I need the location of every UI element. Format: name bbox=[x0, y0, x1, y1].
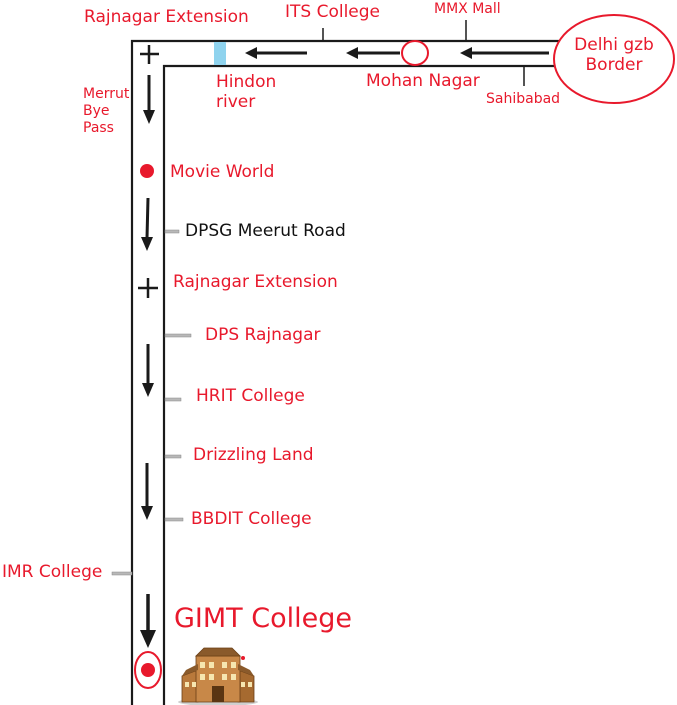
road-inner bbox=[162, 64, 580, 705]
building-icon bbox=[178, 647, 258, 705]
label-hindon-river: Hindon river bbox=[216, 72, 277, 112]
location-dot-icon bbox=[141, 663, 155, 677]
label-mohan-nagar: Mohan Nagar bbox=[366, 71, 480, 91]
label-its-college: ITS College bbox=[285, 2, 381, 22]
dpsg-pointer bbox=[164, 229, 180, 234]
label-imr: IMR College bbox=[2, 562, 103, 582]
label-rajnagar-extension-2: Rajnagar Extension bbox=[173, 272, 338, 292]
label-bbdit: BBDIT College bbox=[191, 509, 312, 529]
imr-pointer bbox=[111, 571, 133, 576]
label-hrit: HRIT College bbox=[196, 386, 305, 406]
hrit-pointer bbox=[164, 397, 182, 402]
arrow-icon bbox=[245, 47, 307, 59]
arrow-icon bbox=[141, 463, 153, 520]
junction-cross-icon bbox=[138, 278, 158, 298]
label-dps-rajnagar: DPS Rajnagar bbox=[205, 325, 321, 345]
arrow-icon bbox=[141, 197, 153, 251]
junction-cross-icon bbox=[140, 45, 159, 64]
arrow-icon bbox=[140, 594, 156, 648]
label-gimt: GIMT College bbox=[174, 603, 352, 634]
label-sahibabad: Sahibabad bbox=[486, 91, 561, 107]
label-mmx-mall: MMX Mall bbox=[434, 1, 501, 17]
dps-rajnagar-pointer bbox=[164, 333, 192, 338]
delhi-border-ellipse bbox=[553, 14, 675, 104]
road-outer bbox=[130, 39, 575, 705]
arrow-icon bbox=[142, 344, 154, 397]
bbdit-pointer bbox=[164, 517, 184, 522]
hindon-river bbox=[214, 42, 226, 65]
mohan-nagar-marker bbox=[401, 40, 429, 66]
label-meerut-bye-pass: Merrut Bye Pass bbox=[83, 86, 130, 136]
label-rajnagar-extension: Rajnagar Extension bbox=[84, 7, 249, 27]
drizzling-land-pointer bbox=[164, 454, 182, 459]
arrow-icon bbox=[460, 47, 549, 59]
arrow-icon bbox=[346, 47, 400, 59]
label-delhi-border: Delhi gzb Border bbox=[574, 35, 654, 75]
location-dot-icon bbox=[140, 164, 154, 178]
label-movie-world: Movie World bbox=[170, 162, 275, 182]
arrow-icon bbox=[143, 75, 155, 124]
label-dpsg: DPSG Meerut Road bbox=[185, 221, 346, 241]
label-drizzling-land: Drizzling Land bbox=[193, 445, 314, 465]
